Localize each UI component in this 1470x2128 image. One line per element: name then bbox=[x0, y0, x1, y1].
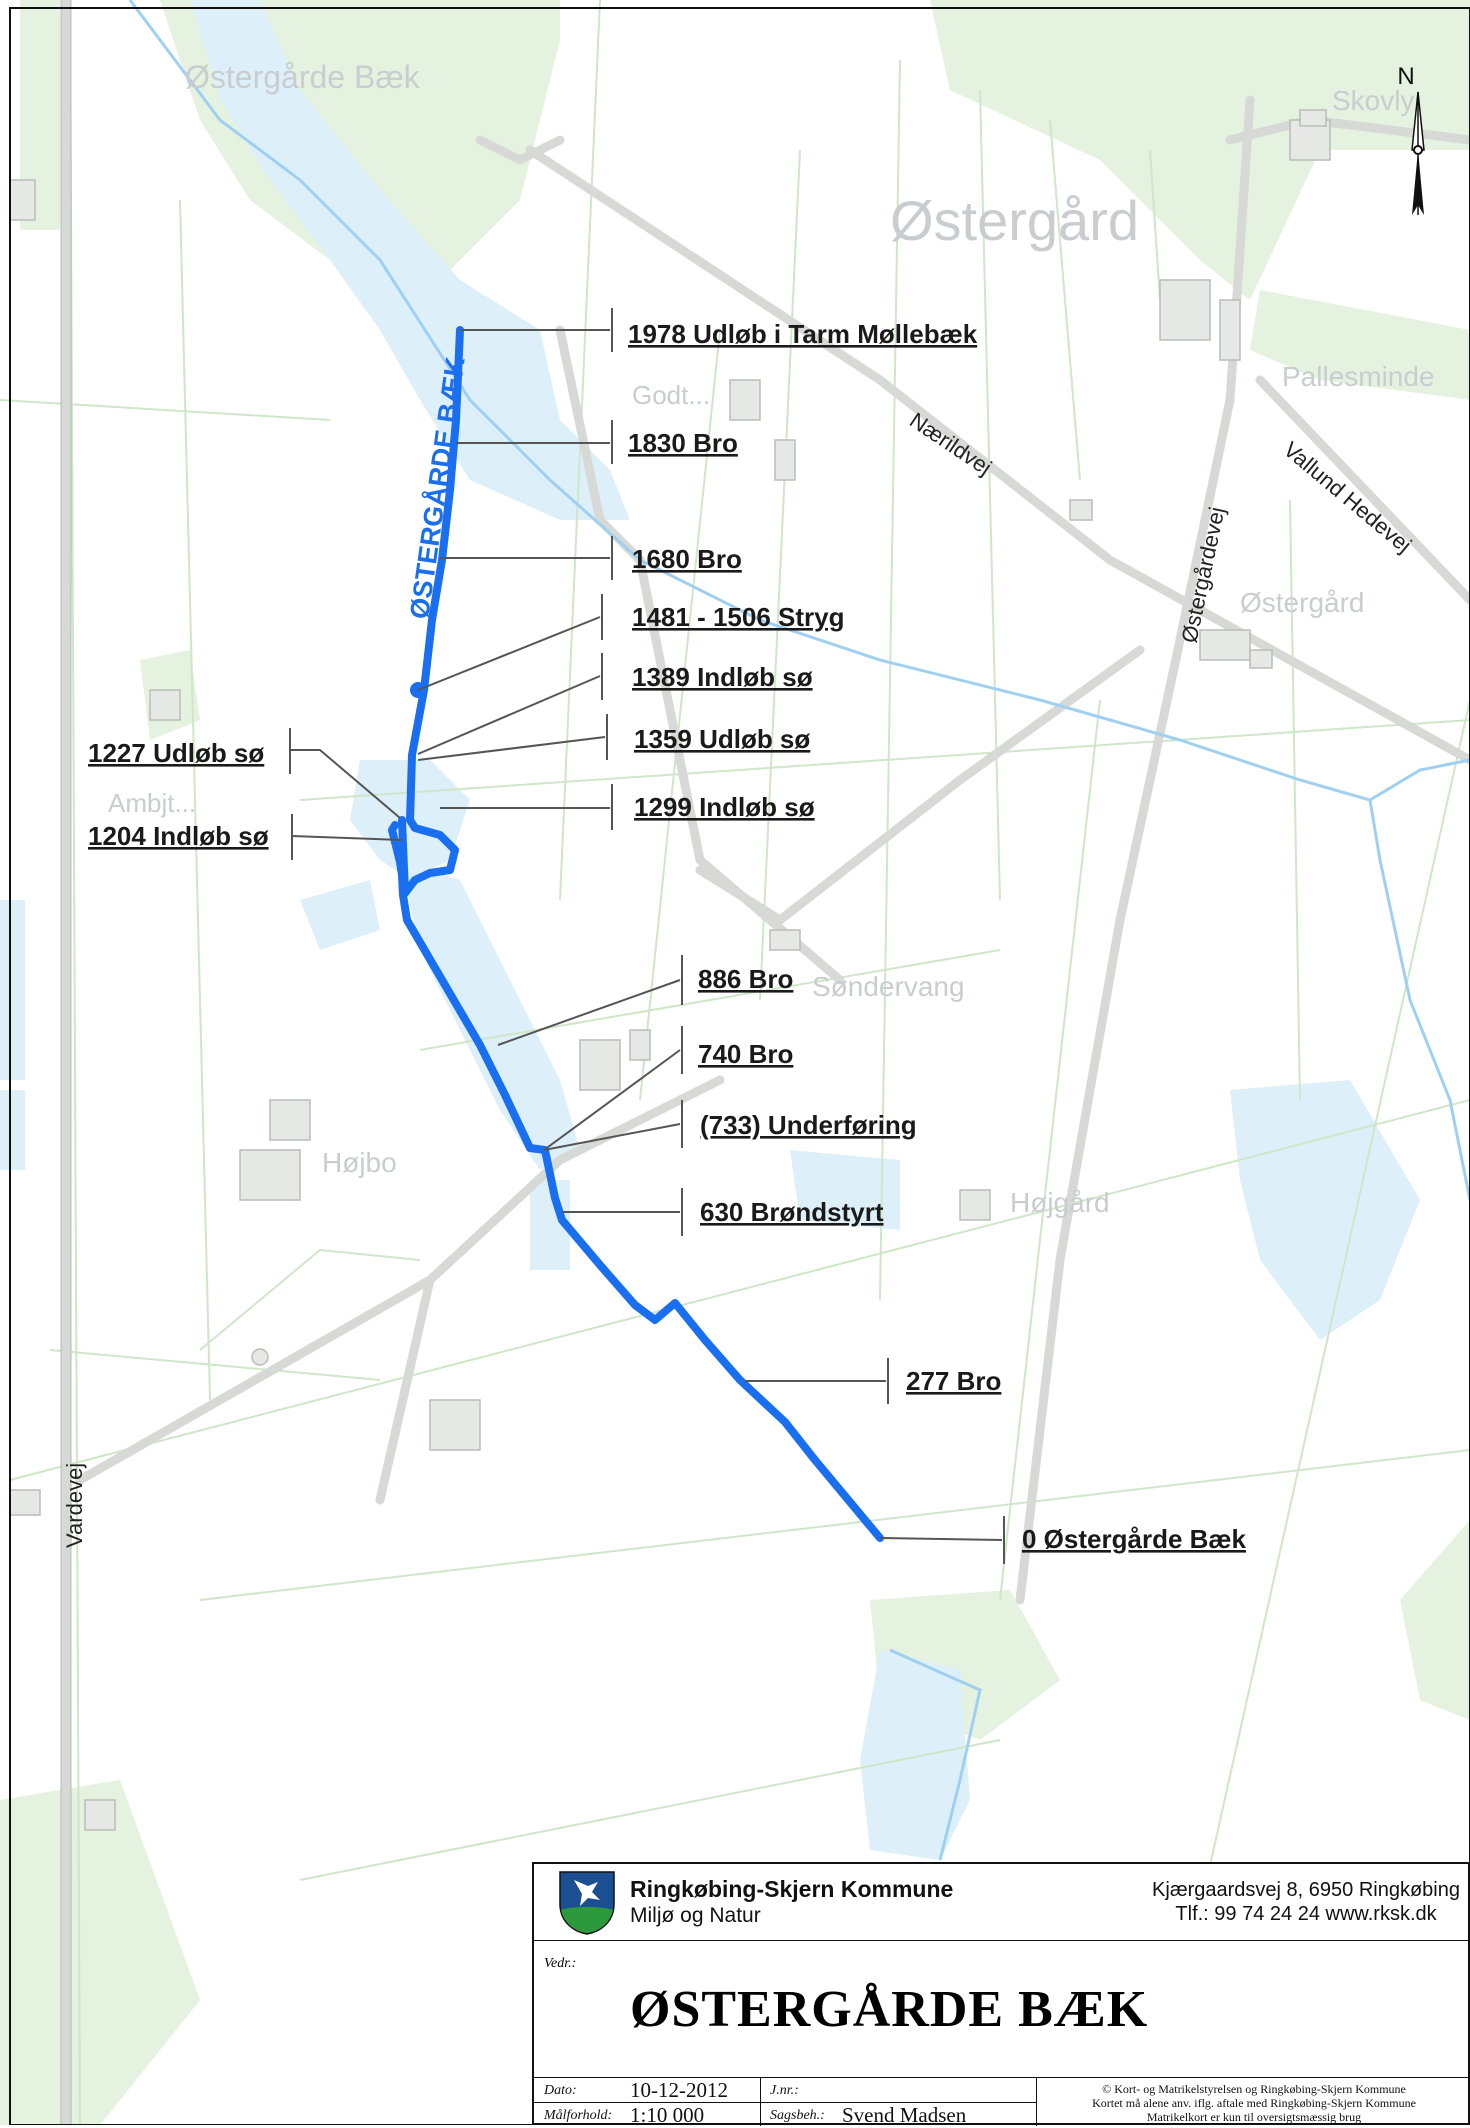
map-frame bbox=[9, 7, 1470, 2125]
map-title: ØSTERGÅRDE BÆK bbox=[630, 1981, 1149, 2038]
title-block: Ringkøbing-Skjern Kommune Miljø og Natur… bbox=[532, 1862, 1470, 2127]
station-1359[interactable]: 1359 Udløb sø bbox=[634, 724, 810, 754]
station-277[interactable]: 277 Bro bbox=[906, 1366, 1001, 1396]
station-1481-1506[interactable]: 1481 - 1506 Stryg bbox=[632, 602, 844, 632]
station-0[interactable]: 0 Østergårde Bæk bbox=[1022, 1524, 1247, 1554]
org-contact: Tlf.: 99 74 24 24 www.rksk.dk bbox=[1175, 1903, 1437, 1925]
place-ambjt: Ambjt... bbox=[108, 788, 196, 818]
footer-row-divider bbox=[534, 2102, 1036, 2103]
date-value: 10-12-2012 bbox=[630, 2078, 728, 2102]
copyright-line-2: Kortet må alene anv. iflg. aftale med Ri… bbox=[1092, 2096, 1416, 2110]
org-name: Ringkøbing-Skjern Kommune bbox=[630, 1876, 954, 1902]
station-leaders bbox=[417, 308, 1005, 1564]
org-address-block: Kjærgaardsvej 8, 6950 Ringkøbing Tlf.: 9… bbox=[1152, 1878, 1460, 1926]
org-department: Miljø og Natur bbox=[630, 1904, 761, 1927]
footer-col-divider bbox=[760, 2078, 761, 2126]
title-block-header: Ringkøbing-Skjern Kommune Miljø og Natur… bbox=[534, 1864, 1468, 1941]
title-block-footer: Dato: 10-12-2012 J.nr.: Målforhold: 1:10… bbox=[534, 2077, 1469, 2127]
place-godt: Godt... bbox=[632, 380, 710, 410]
place-hojgaard: Højgård bbox=[1010, 1187, 1110, 1218]
station-733[interactable]: (733) Underføring bbox=[700, 1110, 917, 1140]
streams bbox=[128, 0, 1470, 1861]
station-1204[interactable]: 1204 Indløb sø bbox=[88, 821, 269, 851]
station-1680[interactable]: 1680 Bro bbox=[632, 544, 742, 574]
place-ostergaard-large: Østergård bbox=[890, 189, 1139, 252]
station-1978[interactable]: 1978 Udløb i Tarm Møllebæk bbox=[628, 319, 978, 349]
place-skovly: Skovly bbox=[1332, 85, 1414, 116]
date-label: Dato: bbox=[544, 2083, 577, 2098]
copyright-line-3: Matrikelkort er kun til oversigtsmæssig … bbox=[1146, 2110, 1362, 2124]
road-edges bbox=[60, 0, 72, 2125]
north-label: N bbox=[1397, 63, 1414, 90]
station-1389[interactable]: 1389 Indløb sø bbox=[632, 662, 813, 692]
north-arrow: N bbox=[1397, 63, 1425, 215]
place-ostergaarde-baek: Østergårde Bæk bbox=[185, 59, 421, 95]
municipality-crest-icon bbox=[559, 1871, 615, 1935]
place-sondervang: Søndervang bbox=[812, 971, 965, 1002]
sagsbeh-value: Svend Madsen bbox=[842, 2103, 967, 2127]
place-hojbo: Højbo bbox=[322, 1147, 397, 1178]
station-886[interactable]: 886 Bro bbox=[698, 964, 793, 994]
sagsbeh-label: Sagsbeh.: bbox=[770, 2108, 825, 2123]
station-1227[interactable]: 1227 Udløb sø bbox=[88, 738, 264, 768]
vedr-label: Vedr.: bbox=[544, 1956, 577, 1971]
place-pallesminde: Pallesminde bbox=[1282, 361, 1435, 392]
jnr-label: J.nr.: bbox=[770, 2083, 799, 2098]
water-areas bbox=[0, 0, 1420, 1860]
copyright-line-1: © Kort- og Matrikelstyrelsen og Ringkøbi… bbox=[1102, 2082, 1406, 2096]
road-vardevej: Vardevej bbox=[62, 1463, 87, 1548]
station-leaders-left bbox=[289, 728, 403, 860]
copyright-notice: © Kort- og Matrikelstyrelsen og Ringkøbi… bbox=[1039, 2082, 1469, 2124]
ostergaarde-baek-stream bbox=[388, 326, 884, 1542]
org-address: Kjærgaardsvej 8, 6950 Ringkøbing bbox=[1152, 1879, 1460, 1901]
footer-col-divider-2 bbox=[1036, 2078, 1037, 2126]
station-1830[interactable]: 1830 Bro bbox=[628, 428, 738, 458]
station-1299[interactable]: 1299 Indløb sø bbox=[634, 792, 815, 822]
buildings bbox=[9, 109, 1331, 1831]
station-630[interactable]: 630 Brøndstyrt bbox=[700, 1197, 884, 1227]
scale-label: Målforhold: bbox=[544, 2108, 613, 2123]
scale-value: 1:10 000 bbox=[630, 2103, 705, 2127]
place-ostergaard-small: Østergård bbox=[1240, 587, 1365, 618]
station-740[interactable]: 740 Bro bbox=[698, 1039, 793, 1069]
